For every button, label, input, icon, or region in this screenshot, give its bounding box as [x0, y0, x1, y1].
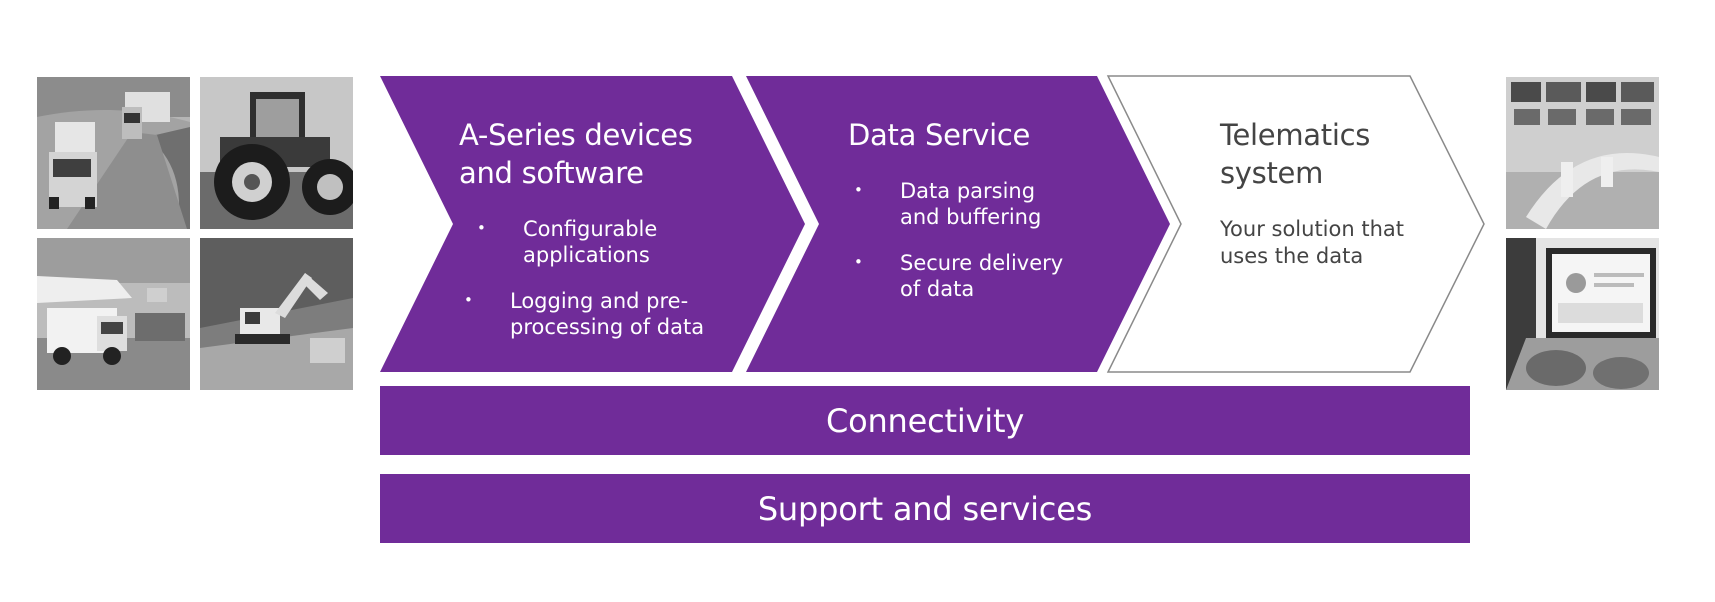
devices-title-line1: A-Series devices: [459, 118, 693, 152]
laptop-dashboard-photo: [1506, 238, 1659, 390]
telematics-desc-line2: uses the data: [1220, 244, 1364, 268]
support-services-bar: Support and services: [380, 474, 1470, 543]
devices-title: A-Series devices and software: [459, 116, 759, 192]
telematics-description: Your solution that uses the data: [1220, 216, 1450, 270]
support-services-label: Support and services: [757, 489, 1093, 528]
bullet-line: Data parsing: [900, 179, 1036, 203]
control-room-photo: [1506, 77, 1659, 229]
bullet-logging-preprocessing: Logging and pre- processing of data: [464, 287, 750, 340]
bullet-secure-delivery: Secure delivery of data: [854, 249, 1120, 302]
telematics-title-line1: Telematics: [1220, 118, 1371, 152]
excavator-construction-photo: [200, 238, 353, 390]
airport-ground-vehicles-photo: [37, 238, 190, 390]
chevron-telematics: [1106, 75, 1485, 373]
bullet-line: of data: [900, 277, 975, 301]
bullet-line: and buffering: [900, 205, 1042, 229]
telematics-title-line2: system: [1220, 156, 1324, 190]
telematics-title: Telematics system: [1220, 116, 1440, 192]
bullet-line: processing of data: [510, 315, 705, 339]
bullet-line: Secure delivery: [900, 251, 1064, 275]
trucks-on-highway-photo: [37, 77, 190, 229]
bullet-configurable-applications: Configurable applications: [477, 215, 743, 268]
connectivity-label: Connectivity: [825, 401, 1025, 440]
data-service-title-line1: Data Service: [848, 118, 1031, 152]
bullet-line: Logging and pre-: [510, 289, 689, 313]
connectivity-bar: Connectivity: [380, 386, 1470, 455]
telematics-desc-line1: Your solution that: [1220, 217, 1404, 241]
bullet-line: applications: [523, 243, 650, 267]
data-service-title: Data Service: [848, 116, 1108, 154]
bullet-data-parsing: Data parsing and buffering: [854, 177, 1120, 230]
devices-title-line2: and software: [459, 156, 644, 190]
tractor-photo: [200, 77, 353, 229]
bullet-line: Configurable: [523, 217, 658, 241]
